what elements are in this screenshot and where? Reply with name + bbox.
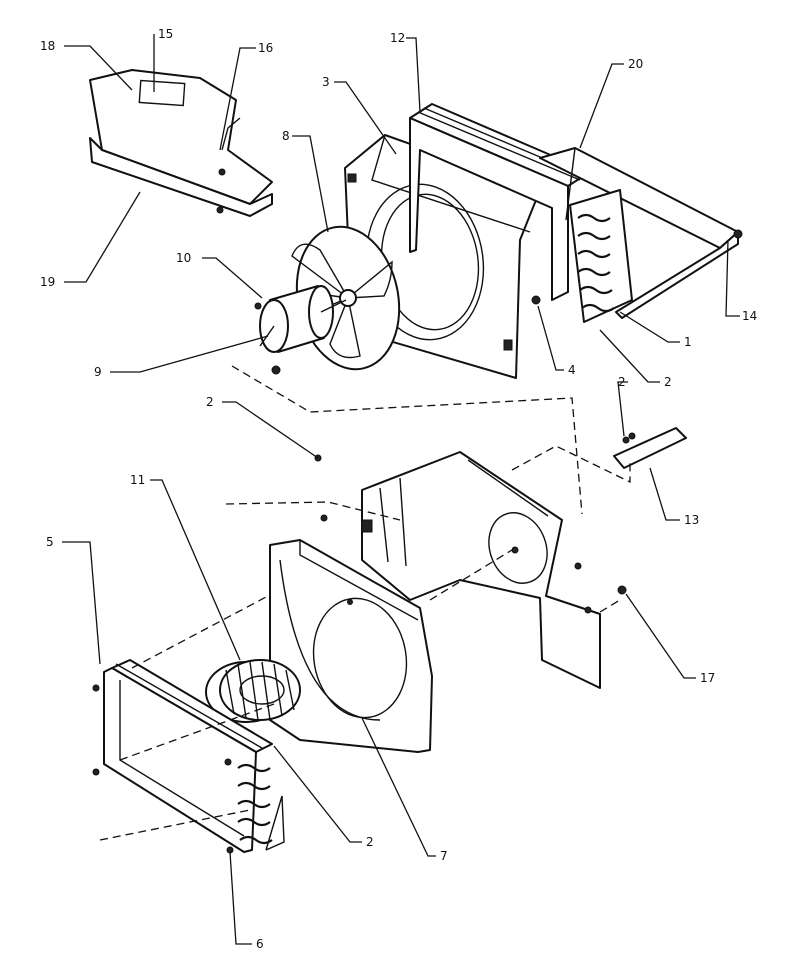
callout-2-partition: 2 (206, 395, 214, 409)
callout-5: 5 (46, 535, 54, 549)
screws (314, 432, 636, 595)
callout-12: 12 (390, 31, 405, 45)
callout-1: 1 (684, 335, 692, 349)
callout-4: 4 (568, 363, 576, 377)
blower-housing (269, 539, 433, 753)
top-cover-assembly (89, 69, 273, 217)
blower-wheel (205, 659, 301, 723)
callout-2-coil: 2 (664, 375, 672, 389)
callout-8: 8 (282, 129, 290, 143)
callout-18: 18 (40, 39, 55, 53)
indoor-coil-top (531, 189, 743, 323)
callout-19: 19 (40, 275, 55, 289)
callout-10: 10 (176, 251, 191, 265)
callout-9: 9 (94, 365, 102, 379)
callout-16: 16 (258, 41, 273, 55)
evaporator-coil (92, 659, 285, 854)
callout-15: 15 (158, 27, 173, 41)
callout-20: 20 (628, 57, 643, 71)
callout-11: 11 (130, 473, 145, 487)
callout-13: 13 (684, 513, 699, 527)
callout-3: 3 (322, 75, 330, 89)
callout-2-bracket: 2 (618, 375, 626, 389)
alignment-lines (99, 365, 631, 841)
partition-bulkhead (361, 451, 601, 689)
coil-bracket (539, 147, 739, 319)
mounting-bracket (613, 427, 687, 469)
callout-17: 17 (700, 671, 715, 685)
callout-14: 14 (742, 309, 757, 323)
callout-labels: 18 15 16 19 8 3 12 20 14 1 2 4 10 9 2 2 … (40, 27, 757, 951)
callout-6: 6 (256, 937, 264, 951)
fan-motor (254, 285, 347, 375)
leader-lines (62, 34, 740, 945)
callout-2-evaporator: 2 (366, 835, 374, 849)
callout-7: 7 (440, 849, 448, 863)
